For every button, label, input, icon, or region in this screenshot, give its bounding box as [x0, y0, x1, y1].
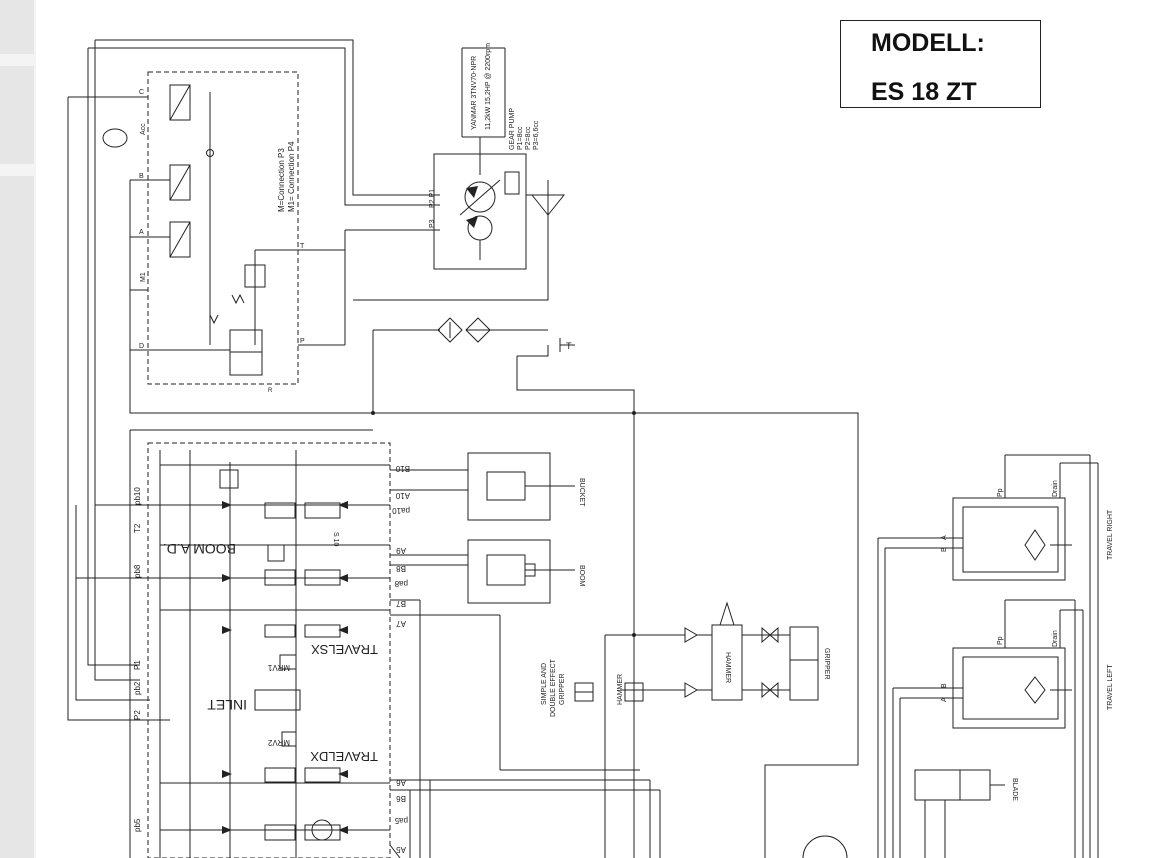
- travel-right-b: B: [941, 547, 948, 552]
- port-a6: A6: [396, 778, 406, 787]
- pilot-port-acc: Acc: [140, 123, 147, 135]
- check-label: S 10: [332, 532, 339, 547]
- port-a9: A9: [396, 546, 406, 555]
- simple-label-1: SIMPLE AND: [541, 663, 548, 705]
- pump-port-p2p1: P2 P1: [429, 189, 436, 208]
- valve-section-boom: BOOM A.D.: [163, 541, 236, 557]
- travel-right-a: A: [941, 535, 948, 540]
- pump-port-p3: P3: [429, 219, 436, 228]
- travel-right-label: TRAVEL RIGHT: [1107, 509, 1114, 560]
- port-t2: T2: [133, 523, 142, 533]
- pump-p2: P2=8cc: [525, 126, 532, 150]
- sidebar-tab[interactable]: [0, 66, 34, 164]
- pilot-port-m1: M1: [140, 272, 147, 282]
- port-a10: A10: [395, 491, 410, 500]
- pilot-port-c: C: [139, 89, 144, 96]
- port-b10: B10: [395, 464, 410, 473]
- port-b6: B6: [396, 794, 406, 803]
- model-label: MODELL:: [871, 29, 985, 57]
- pilot-port-t: T: [300, 243, 305, 250]
- valve-section-traveldx: TRAVELDX: [310, 749, 378, 764]
- pump-title: GEAR PUMP: [509, 108, 516, 150]
- port-pb5: pb5: [133, 818, 142, 832]
- bucket-label: BUCKET: [578, 478, 585, 507]
- title-box: MODELL: ES 18 ZT: [840, 20, 1041, 108]
- pump-p1: P1=8cc: [517, 126, 524, 150]
- pilot-port-d: D: [139, 343, 144, 350]
- pilot-port-b: B: [139, 173, 144, 180]
- port-pb2: pb2: [133, 681, 142, 695]
- simple-label-3: GRIPPER: [559, 673, 566, 705]
- travel-left-pp: Pp: [997, 636, 1004, 645]
- simple-label-2: DOUBLE EFFECT: [550, 658, 557, 717]
- sidebar-tab[interactable]: [0, 176, 34, 858]
- hammer-label: HAMMER: [724, 652, 731, 683]
- port-pb8: pb8: [133, 564, 142, 578]
- port-b7: B7: [396, 599, 406, 608]
- port-pb10: pb10: [133, 487, 142, 505]
- pilot-port-r: R: [268, 388, 273, 394]
- mrv2-label: MRV2: [267, 738, 290, 747]
- sidebar: [0, 0, 36, 858]
- port-pa10: pa10: [392, 506, 410, 515]
- pilot-conn2: M1= Connection P4: [287, 141, 296, 212]
- blade-label: BLADE: [1011, 778, 1018, 801]
- travel-left-a: A: [941, 697, 948, 702]
- travel-left-b: B: [941, 683, 948, 688]
- pilot-port-p: P: [300, 338, 305, 345]
- engine-label: YANMAR 3TNV70-NPR: [471, 56, 478, 130]
- valve-section-inlet: INLET: [207, 697, 247, 713]
- port-a7: A7: [396, 619, 406, 628]
- port-a5: A5: [396, 845, 406, 854]
- port-pa8: pa8: [394, 579, 408, 588]
- port-b8: B8: [396, 564, 406, 573]
- port-pa5: pa5: [394, 816, 408, 825]
- travel-right-pp: Pp: [997, 488, 1004, 497]
- pump-p3: P3=6,6cc: [533, 120, 540, 150]
- sidebar-tab[interactable]: [0, 0, 34, 54]
- gripper-label: GRIPPER: [823, 648, 830, 680]
- valve-section-travelsx: TRAVELSX: [311, 642, 378, 657]
- tank-label: T: [566, 341, 572, 351]
- boom-label: BOOM: [578, 565, 585, 587]
- travel-right-drain: Drain: [1052, 480, 1059, 497]
- hammer-small-label: HAMMER: [617, 674, 624, 705]
- model-value: ES 18 ZT: [871, 78, 977, 106]
- pilot-port-a: A: [139, 229, 144, 236]
- mrv1-label: MRV1: [267, 663, 290, 672]
- engine-spec: 11,2kW 15,2HP @ 2200rpm: [485, 43, 492, 130]
- port-p2: P2: [133, 710, 142, 720]
- travel-left-drain: Drain: [1052, 630, 1059, 647]
- pilot-conn1: M=Connection P3: [277, 148, 286, 212]
- port-p1: P1: [133, 660, 142, 670]
- travel-left-label: TRAVEL LEFT: [1107, 664, 1114, 710]
